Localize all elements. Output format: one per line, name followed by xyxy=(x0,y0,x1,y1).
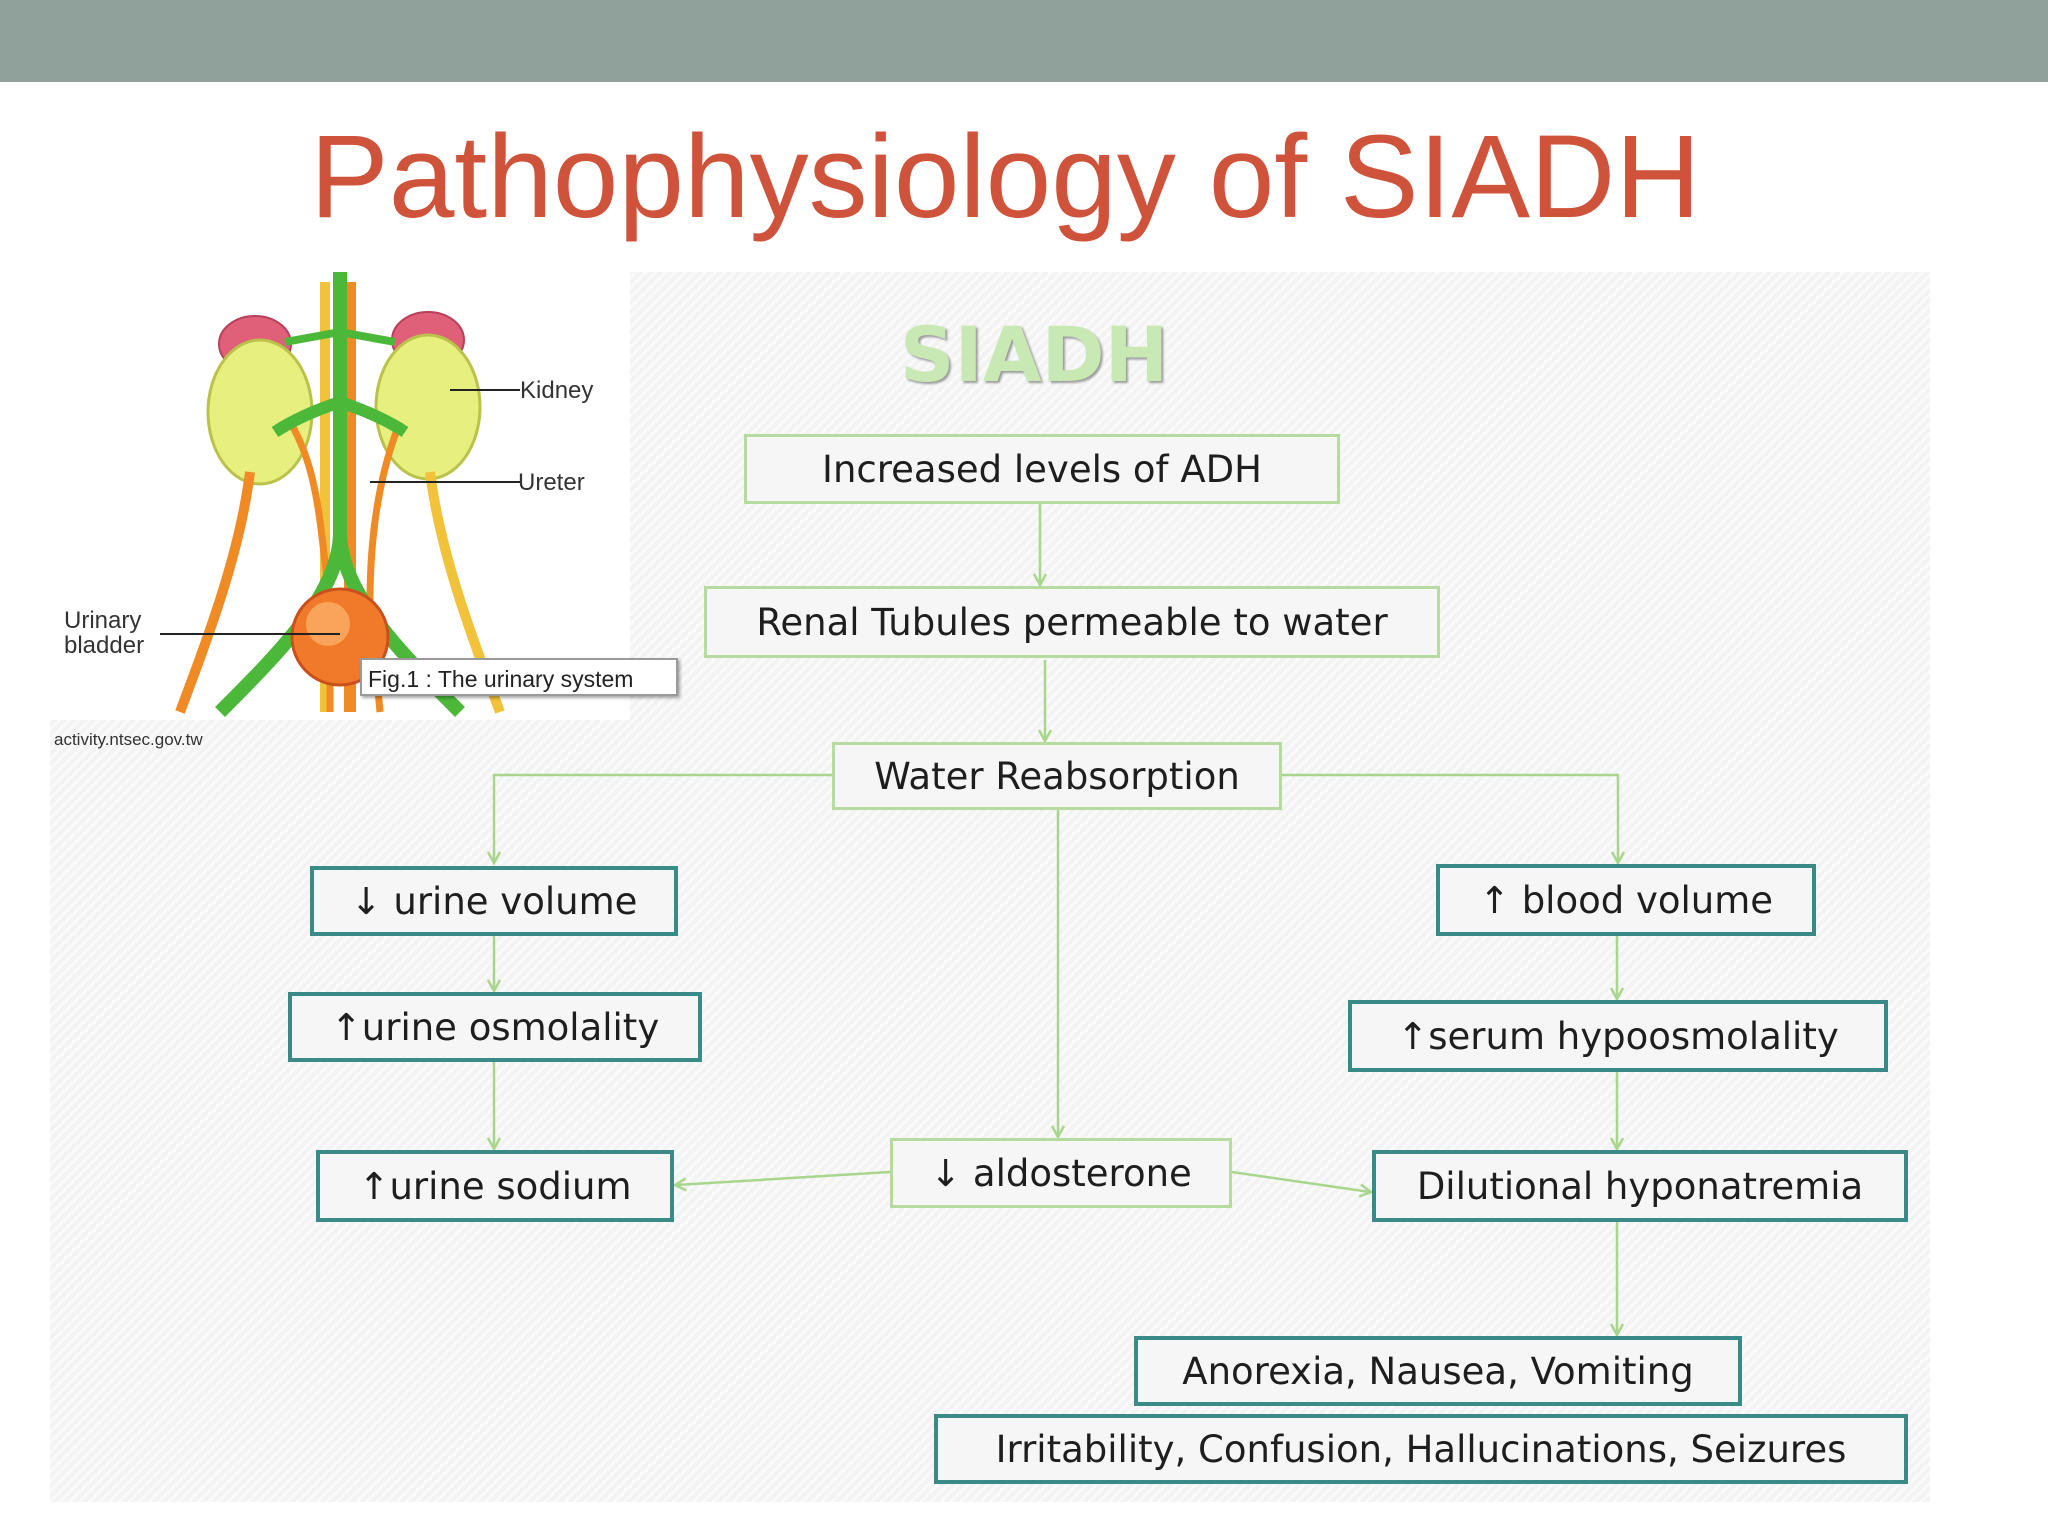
node-irritability-confusion: Irritability, Confusion, Hallucinations,… xyxy=(934,1414,1908,1484)
node-renal-tubules: Renal Tubules permeable to water xyxy=(704,586,1440,658)
node-urine-volume: ↓ urine volume xyxy=(310,866,678,936)
kidney-label: Kidney xyxy=(520,377,594,404)
connector-reabsorption-to-urine-volume xyxy=(494,773,832,862)
node-blood-volume: ↑ blood volume xyxy=(1436,864,1816,936)
header-bar xyxy=(0,0,2048,82)
node-anorexia-nausea-vomiting: Anorexia, Nausea, Vomiting xyxy=(1134,1336,1742,1406)
connector-aldosterone-to-hyponatremia xyxy=(1231,1170,1370,1192)
connector-aldosterone-to-sodium xyxy=(676,1170,891,1185)
urinary-system-drawing xyxy=(160,272,520,717)
ureter-label: Ureter xyxy=(518,469,585,496)
node-increased-adh: Increased levels of ADH xyxy=(744,434,1340,504)
node-urine-osmolality: ↑urine osmolality xyxy=(288,992,702,1062)
slide-title: Pathophysiology of SIADH xyxy=(310,111,1701,243)
node-dilutional-hyponatremia: Dilutional hyponatremia xyxy=(1372,1150,1908,1222)
urinary-system-illustration xyxy=(50,272,630,720)
connector-reabsorption-to-blood-volume xyxy=(1280,773,1618,862)
node-urine-sodium: ↑urine sodium xyxy=(316,1150,674,1222)
node-water-reabsorption: Water Reabsorption xyxy=(832,742,1282,810)
figure-caption: Fig.1 : The urinary system xyxy=(360,658,678,696)
node-aldosterone: ↓ aldosterone xyxy=(890,1138,1232,1208)
node-serum-hypoosmolality: ↑serum hypoosmolality xyxy=(1348,1000,1888,1072)
image-source: activity.ntsec.gov.tw xyxy=(54,730,203,749)
urinary-bladder-label: Urinary bladder xyxy=(64,607,145,660)
diagram-heading: SIADH xyxy=(899,310,1169,399)
